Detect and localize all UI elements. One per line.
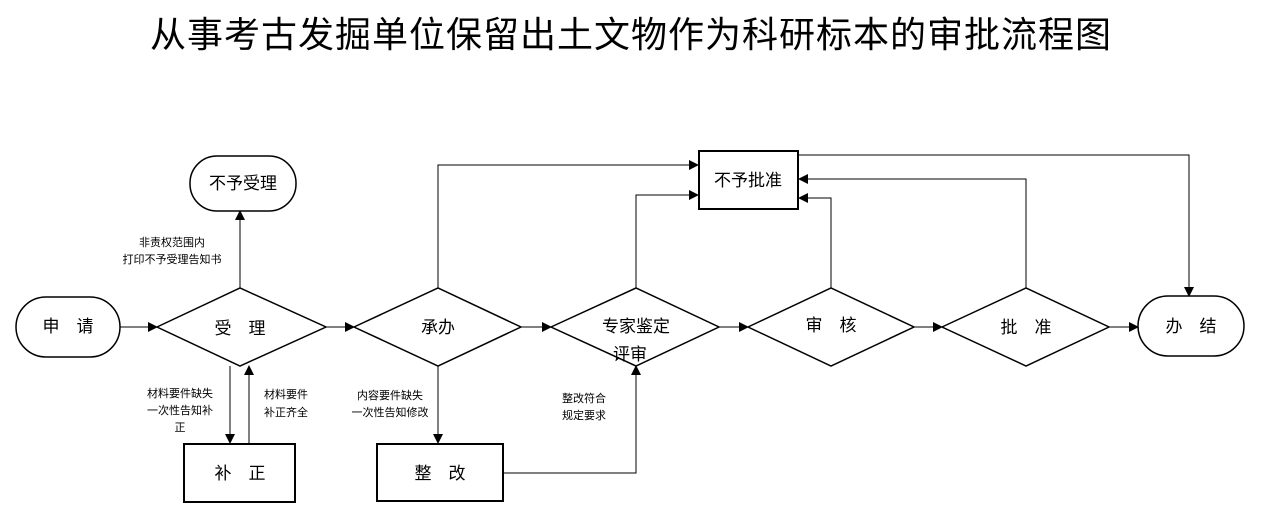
node-finish-label: 办 结 xyxy=(1166,317,1217,337)
node-review: 审 核 xyxy=(746,287,916,367)
note-rectified-1: 整改符合 xyxy=(562,391,606,405)
note-out-of-scope-1: 非责权范围内 xyxy=(139,235,205,249)
arrow-rectify-expert xyxy=(503,365,641,474)
node-expert-label-2: 评审 xyxy=(613,345,647,365)
arrow-notapprove-finish xyxy=(799,154,1194,297)
node-review-label: 审 核 xyxy=(806,316,857,336)
node-approve-label: 批 准 xyxy=(1001,318,1052,338)
connectors xyxy=(120,154,1194,474)
node-not-approve: 不予批准 xyxy=(698,150,799,210)
node-apply: 申 请 xyxy=(15,296,121,358)
note-missing-material-3: 正 xyxy=(175,421,186,434)
annotation-content-missing: 内容要件缺失 一次性告知修改 xyxy=(352,388,429,419)
node-not-approve-label: 不予批准 xyxy=(714,171,782,191)
annotation-material-complete: 材料要件 补正齐全 xyxy=(264,387,308,419)
node-undertake-label: 承办 xyxy=(421,318,455,338)
node-expert-label-1: 专家鉴定 xyxy=(602,317,670,337)
node-rectify: 整 改 xyxy=(376,443,504,502)
node-approve: 批 准 xyxy=(940,287,1111,367)
annotation-rectified: 整改符合 规定要求 xyxy=(562,391,606,422)
node-rectify-label: 整 改 xyxy=(415,464,466,484)
arrow-review-notapprove xyxy=(798,193,832,288)
note-material-complete-2: 补正齐全 xyxy=(264,405,308,419)
note-out-of-scope-2: 打印不予受理告知书 xyxy=(123,252,222,266)
annotation-out-of-scope: 非责权范围内 打印不予受理告知书 xyxy=(123,235,222,266)
node-apply-label: 申 请 xyxy=(43,317,94,337)
note-content-missing-1: 内容要件缺失 xyxy=(357,388,423,402)
node-finish: 办 结 xyxy=(1137,295,1245,357)
note-missing-material-1: 材料要件缺失 xyxy=(147,386,213,400)
note-rectified-2: 规定要求 xyxy=(562,408,606,422)
page-title: 从事考古发掘单位保留出土文物作为科研标本的审批流程图 xyxy=(149,15,1112,56)
node-expert: 专家鉴定 评审 xyxy=(549,287,721,367)
arrow-expert-notapprove xyxy=(635,190,699,288)
arrow-approve-notapprove xyxy=(798,174,1027,288)
note-material-complete-1: 材料要件 xyxy=(264,387,308,401)
node-accept-label: 受 理 xyxy=(215,319,266,339)
node-reject-accept-label: 不予受理 xyxy=(209,174,277,194)
node-undertake: 承办 xyxy=(352,287,523,367)
node-supplement: 补 正 xyxy=(183,443,296,503)
arrow-undertake-notapprove xyxy=(437,160,699,288)
annotation-missing-material: 材料要件缺失 一次性告知补 正 xyxy=(147,386,213,434)
note-content-missing-2: 一次性告知修改 xyxy=(352,405,429,419)
node-supplement-label: 补 正 xyxy=(215,464,266,484)
note-missing-material-2: 一次性告知补 xyxy=(147,403,213,417)
node-accept: 受 理 xyxy=(155,287,328,367)
node-reject-accept: 不予受理 xyxy=(189,155,297,212)
